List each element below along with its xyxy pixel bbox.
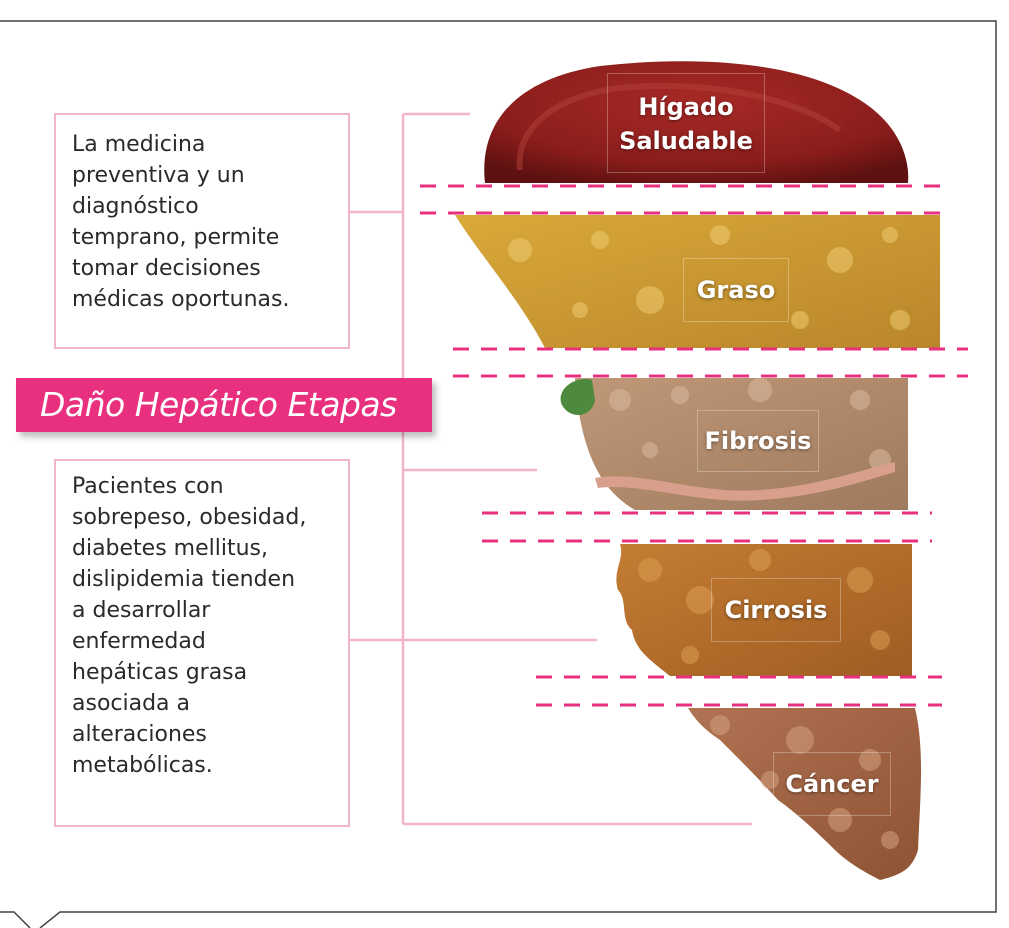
stage-label-cirrhosis: Cirrosis — [711, 578, 841, 642]
liver-cirrhosis-segment — [616, 544, 912, 676]
stage-label-cancer: Cáncer — [773, 752, 891, 816]
dashed-separators — [420, 184, 968, 707]
vessel-shape — [595, 462, 895, 501]
note-prevention: La medicina preventiva y un diagnóstico … — [54, 113, 350, 349]
note-risk-factors: Pacientes con sobrepeso, obesidad, diabe… — [54, 459, 350, 827]
stage-label-healthy: Hígado Saludable — [607, 73, 765, 173]
gallbladder-shape — [560, 379, 595, 416]
stage-label-fatty: Graso — [683, 258, 789, 322]
liver-fatty-segment — [455, 215, 940, 348]
stage-label-fibrosis: Fibrosis — [697, 410, 819, 472]
connector-lines — [350, 112, 752, 826]
liver-fibrosis-segment — [560, 378, 908, 510]
liver-healthy-segment — [484, 61, 909, 183]
diagram-title: Daño Hepático Etapas — [16, 378, 432, 432]
frame-border — [0, 20, 997, 928]
liver-cancer-segment — [688, 708, 922, 880]
